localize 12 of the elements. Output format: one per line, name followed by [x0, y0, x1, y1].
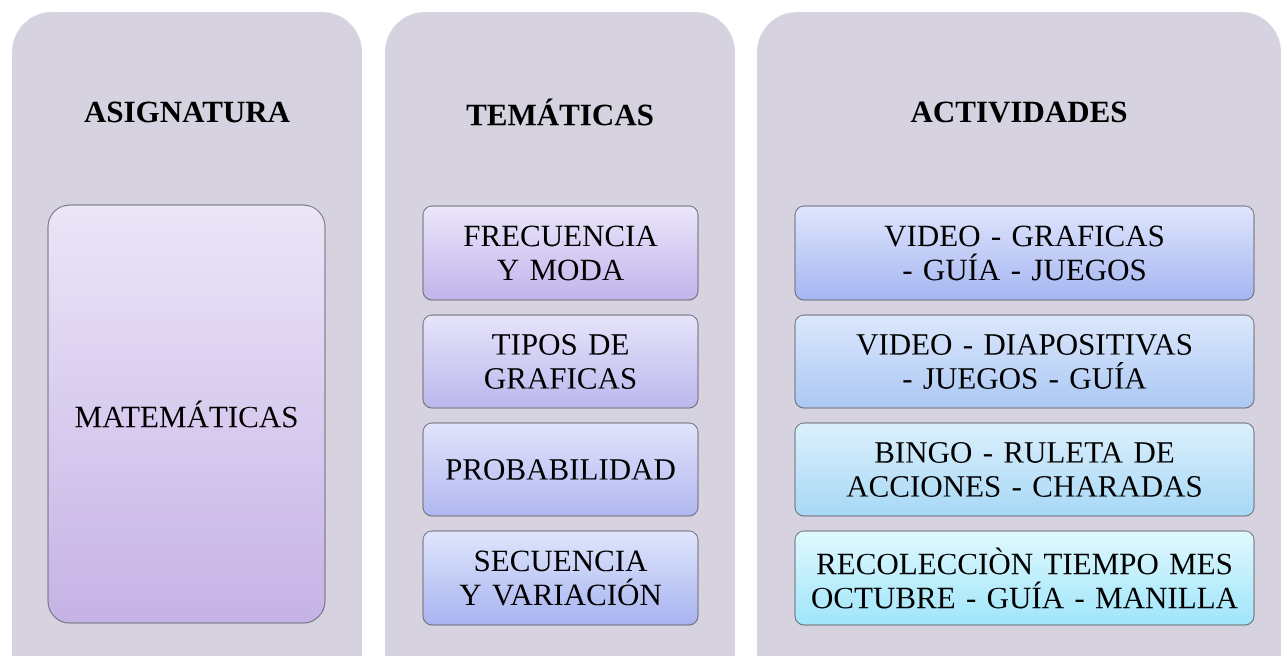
- topic-box: VIDEO - DIAPOSITIVAS - JUEGOS - GUÍA: [794, 314, 1255, 409]
- column-heading: ASIGNATURA: [84, 101, 290, 123]
- column-heading: TEMÁTICAS: [466, 98, 653, 126]
- topic-box: PROBABILIDAD: [422, 422, 699, 517]
- topic-box: TIPOS DE GRAFICAS: [422, 314, 699, 409]
- column-heading: ACTIVIDADES: [910, 101, 1127, 123]
- topic-box: SECUENCIA Y VARIACIÓN: [422, 530, 699, 626]
- topic-box: VIDEO - GRAFICAS - GUÍA - JUEGOS: [794, 205, 1255, 301]
- topic-box: FRECUENCIA Y MODA: [422, 205, 699, 301]
- topic-box: BINGO - RULETA DE ACCIONES - CHARADAS: [794, 422, 1255, 517]
- topic-box: RECOLECCIÒN TIEMPO MES OCTUBRE - GUÍA - MANILLA: [794, 530, 1255, 626]
- subject-box: MATEMÁTICAS: [47, 204, 326, 624]
